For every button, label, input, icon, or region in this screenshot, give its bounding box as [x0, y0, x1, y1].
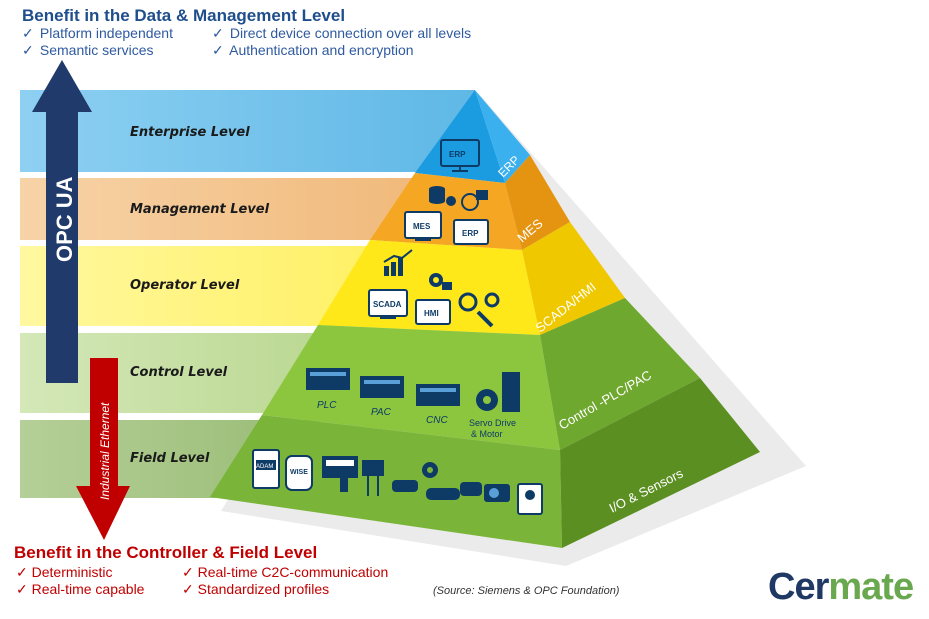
pac-device-icon: PAC	[360, 376, 404, 418]
svg-text:ERP: ERP	[449, 150, 466, 159]
erp-secondary-monitor-icon: ERP	[453, 219, 489, 245]
industrial-ethernet-down-arrow: Industrial Ethernet	[76, 358, 130, 540]
hmi-monitor-icon: HMI	[415, 299, 451, 325]
svg-text:PLC: PLC	[317, 400, 337, 411]
mes-monitor-icon: MES	[404, 211, 442, 241]
svg-text:ADAM: ADAM	[256, 464, 273, 470]
pyramid-tier-scada-side	[522, 222, 625, 335]
pyramid-tier-io-front	[210, 415, 562, 548]
top-benefit-title: Benefit in the Data & Management Level	[22, 6, 346, 25]
cnc-device-icon: CNC	[416, 384, 460, 426]
photo-sensor-icon	[426, 482, 482, 500]
bottom-benefit-title: Benefit in the Controller & Field Level	[14, 543, 318, 562]
operator-level-label: Operator Level	[130, 278, 240, 293]
adam-module-icon: ADAM	[252, 449, 280, 489]
sensor-connector-icon	[362, 460, 384, 496]
plc-device-icon: PLC	[306, 368, 350, 411]
svg-text:MES: MES	[413, 222, 431, 231]
pyramid-tier-io-side	[560, 378, 760, 548]
band-enterprise	[20, 90, 475, 172]
control-level-label: Control Level	[130, 365, 228, 380]
source-note: (Source: Siemens & OPC Foundation)	[433, 585, 620, 597]
trend-chart-icon	[383, 249, 413, 276]
wise-module-icon: WISE	[285, 455, 313, 491]
svg-text:SCADA: SCADA	[373, 300, 402, 309]
pyramid-tier-mes-side	[505, 155, 570, 250]
scada-monitor-icon: SCADA	[368, 289, 408, 319]
pyramid-tier-erp-side	[475, 90, 530, 183]
pyramid-tier-control-front	[262, 325, 560, 450]
industrial-ethernet-label: Industrial Ethernet	[98, 402, 112, 500]
top-benefit-item: ✓ Direct device connection over all leve…	[212, 25, 472, 41]
erp-monitor-icon: ERP	[440, 139, 480, 172]
vision-sensor-icon	[517, 483, 543, 515]
management-level-label: Management Level	[130, 202, 270, 217]
proximity-sensor-icon	[392, 462, 438, 492]
cermate-logo: Cermate	[768, 566, 914, 608]
svg-text:CNC: CNC	[426, 415, 448, 426]
svg-text:WISE: WISE	[290, 469, 308, 476]
bottom-benefit-item: ✓ Real-time C2C-communication	[182, 564, 389, 580]
svg-text:Servo Drive: Servo Drive	[469, 418, 516, 428]
analytics-gear-icon	[461, 190, 488, 211]
enterprise-level-label: Enterprise Level	[130, 125, 250, 140]
database-icon	[429, 186, 456, 206]
camera-sensor-icon	[484, 484, 510, 502]
gear-check-icon	[429, 273, 452, 290]
bottom-benefit-item: ✓ Standardized profiles	[182, 581, 330, 597]
top-benefit-item: ✓ Platform independent	[22, 25, 173, 41]
svg-text:& Motor: & Motor	[471, 429, 503, 439]
pyramid-tier-control-side	[540, 298, 700, 450]
top-benefit-item: ✓ Semantic services	[22, 42, 154, 58]
io-terminal-block-icon	[322, 456, 358, 492]
wrench-gear-icon	[458, 292, 500, 328]
svg-text:ERP: ERP	[462, 229, 479, 238]
servo-drive-motor-icon: Servo Drive & Motor	[469, 372, 520, 439]
opc-ua-up-arrow: OPC UA	[32, 60, 92, 383]
bottom-benefit-item: ✓ Real-time capable	[16, 581, 145, 597]
bottom-benefit-item: ✓ Deterministic	[16, 564, 113, 580]
svg-text:HMI: HMI	[424, 309, 439, 318]
top-benefit-item: ✓ Authentication and encryption	[212, 42, 414, 58]
field-level-label: Field Level	[130, 451, 210, 466]
opc-ua-label: OPC UA	[52, 176, 77, 262]
svg-text:PAC: PAC	[371, 407, 392, 418]
band-management	[20, 178, 440, 240]
